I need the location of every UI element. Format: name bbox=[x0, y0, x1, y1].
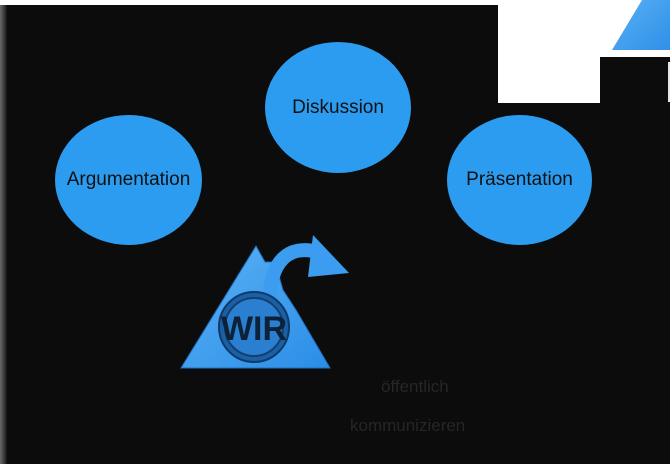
bubble-diskussion: Diskussion bbox=[265, 42, 411, 173]
bubble-label-diskussion: Diskussion bbox=[292, 96, 384, 118]
left-edge-shadow bbox=[0, 0, 7, 464]
caption-line-2: kommunizieren bbox=[350, 416, 466, 435]
caption-line-1: öffentlich bbox=[381, 377, 449, 396]
bubble-praesentation: Präsentation bbox=[447, 115, 592, 245]
top-border-strip bbox=[0, 0, 498, 5]
bubble-label-argumentation: Argumentation bbox=[66, 169, 191, 190]
wir-badge-inner bbox=[224, 297, 284, 357]
corner-triangle-shape bbox=[612, 0, 670, 50]
top-right-white-panel bbox=[498, 57, 600, 103]
arrow-head bbox=[308, 235, 349, 277]
right-edge-mark bbox=[668, 62, 670, 102]
bubble-label-praesentation: Präsentation bbox=[466, 169, 573, 190]
wir-badge-label: WIR bbox=[221, 310, 287, 348]
arrow-shaft bbox=[263, 243, 325, 307]
bubble-argumentation: Argumentation bbox=[55, 115, 202, 245]
